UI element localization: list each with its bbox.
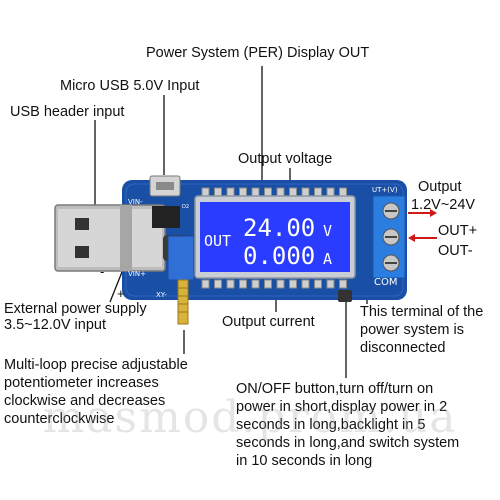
lcd-pin — [251, 279, 260, 289]
lcd-voltage-unit: V — [323, 222, 332, 240]
label-potentiometer-note: Multi-loop precise adjustable potentiome… — [4, 357, 188, 427]
lcd-pin — [201, 279, 210, 289]
lcd-pin — [226, 279, 235, 289]
label-usb-header-input: USB header input — [10, 104, 125, 120]
label-terminal-note: This terminal of the power system is dis… — [360, 304, 484, 356]
usb-pin-1 — [75, 218, 89, 230]
lcd-pin — [339, 187, 347, 197]
lcd-pin — [301, 279, 310, 289]
onoff-button — [338, 290, 352, 302]
lcd-voltage-value: 24.00 — [243, 214, 315, 242]
lcd-pin — [214, 187, 222, 197]
label-per-display-out: Power System (PER) Display OUT — [146, 45, 370, 61]
lcd-pin — [326, 187, 335, 197]
silk-model: XY- — [156, 291, 167, 299]
lcd-screen — [200, 202, 350, 272]
label-micro-usb-input: Micro USB 5.0V Input — [60, 78, 200, 94]
lcd-pin — [301, 187, 310, 197]
output-arrows — [408, 209, 437, 242]
lcd-pin — [201, 187, 210, 197]
label-button-note: ON/OFF button,turn off/turn on power in … — [236, 381, 460, 469]
lcd-pins-bottom — [201, 279, 347, 289]
lcd-pin — [314, 279, 322, 289]
lcd-pin — [276, 279, 285, 289]
silk-vin-minus: VIN- — [128, 198, 143, 206]
silk-out-plus: UT+(V) — [372, 186, 398, 194]
lcd-pin — [264, 187, 272, 197]
lcd-pin — [289, 279, 297, 289]
lcd-current-value: 0.000 — [243, 242, 315, 270]
lcd-current-unit: A — [323, 250, 332, 268]
lcd-pin — [339, 279, 347, 289]
potentiometer — [167, 235, 195, 325]
label-external-range: 3.5~12.0V input — [4, 317, 106, 333]
silk-com: COM — [374, 277, 397, 288]
lcd-pin — [326, 279, 335, 289]
label-output-current: Output current — [222, 314, 315, 330]
lcd-pin — [239, 279, 247, 289]
silk-d2: D2 — [182, 204, 189, 210]
silk-vin-plus: VIN+ — [128, 270, 146, 278]
lcd-pin — [314, 187, 322, 197]
label-out-minus: OUT- — [438, 243, 473, 259]
lcd-pin — [276, 187, 285, 197]
lcd-pin — [289, 187, 297, 197]
watermark: masmod.prom.ua — [42, 392, 458, 443]
label-output-range: 1.2V~24V — [411, 197, 476, 213]
screw-terminal — [372, 195, 406, 279]
ic-chip — [152, 206, 180, 228]
label-output-voltage: Output voltage — [238, 151, 333, 167]
lcd-pins-top — [201, 187, 347, 197]
lcd-pin — [214, 279, 222, 289]
silk-plus-sign: + — [117, 286, 125, 301]
lcd-pin — [226, 187, 235, 197]
label-out-plus: OUT+ — [438, 223, 478, 239]
silk-minus-sign: - — [100, 264, 104, 279]
lcd-pin — [264, 279, 272, 289]
label-external-power-supply: External power supply — [4, 301, 147, 317]
label-output: Output — [418, 179, 462, 195]
usb-plug — [54, 204, 166, 272]
lcd-pin — [239, 187, 247, 197]
usb-pin-2 — [75, 246, 89, 258]
lcd-pin — [251, 187, 260, 197]
lcd-out-label: OUT — [204, 232, 231, 250]
